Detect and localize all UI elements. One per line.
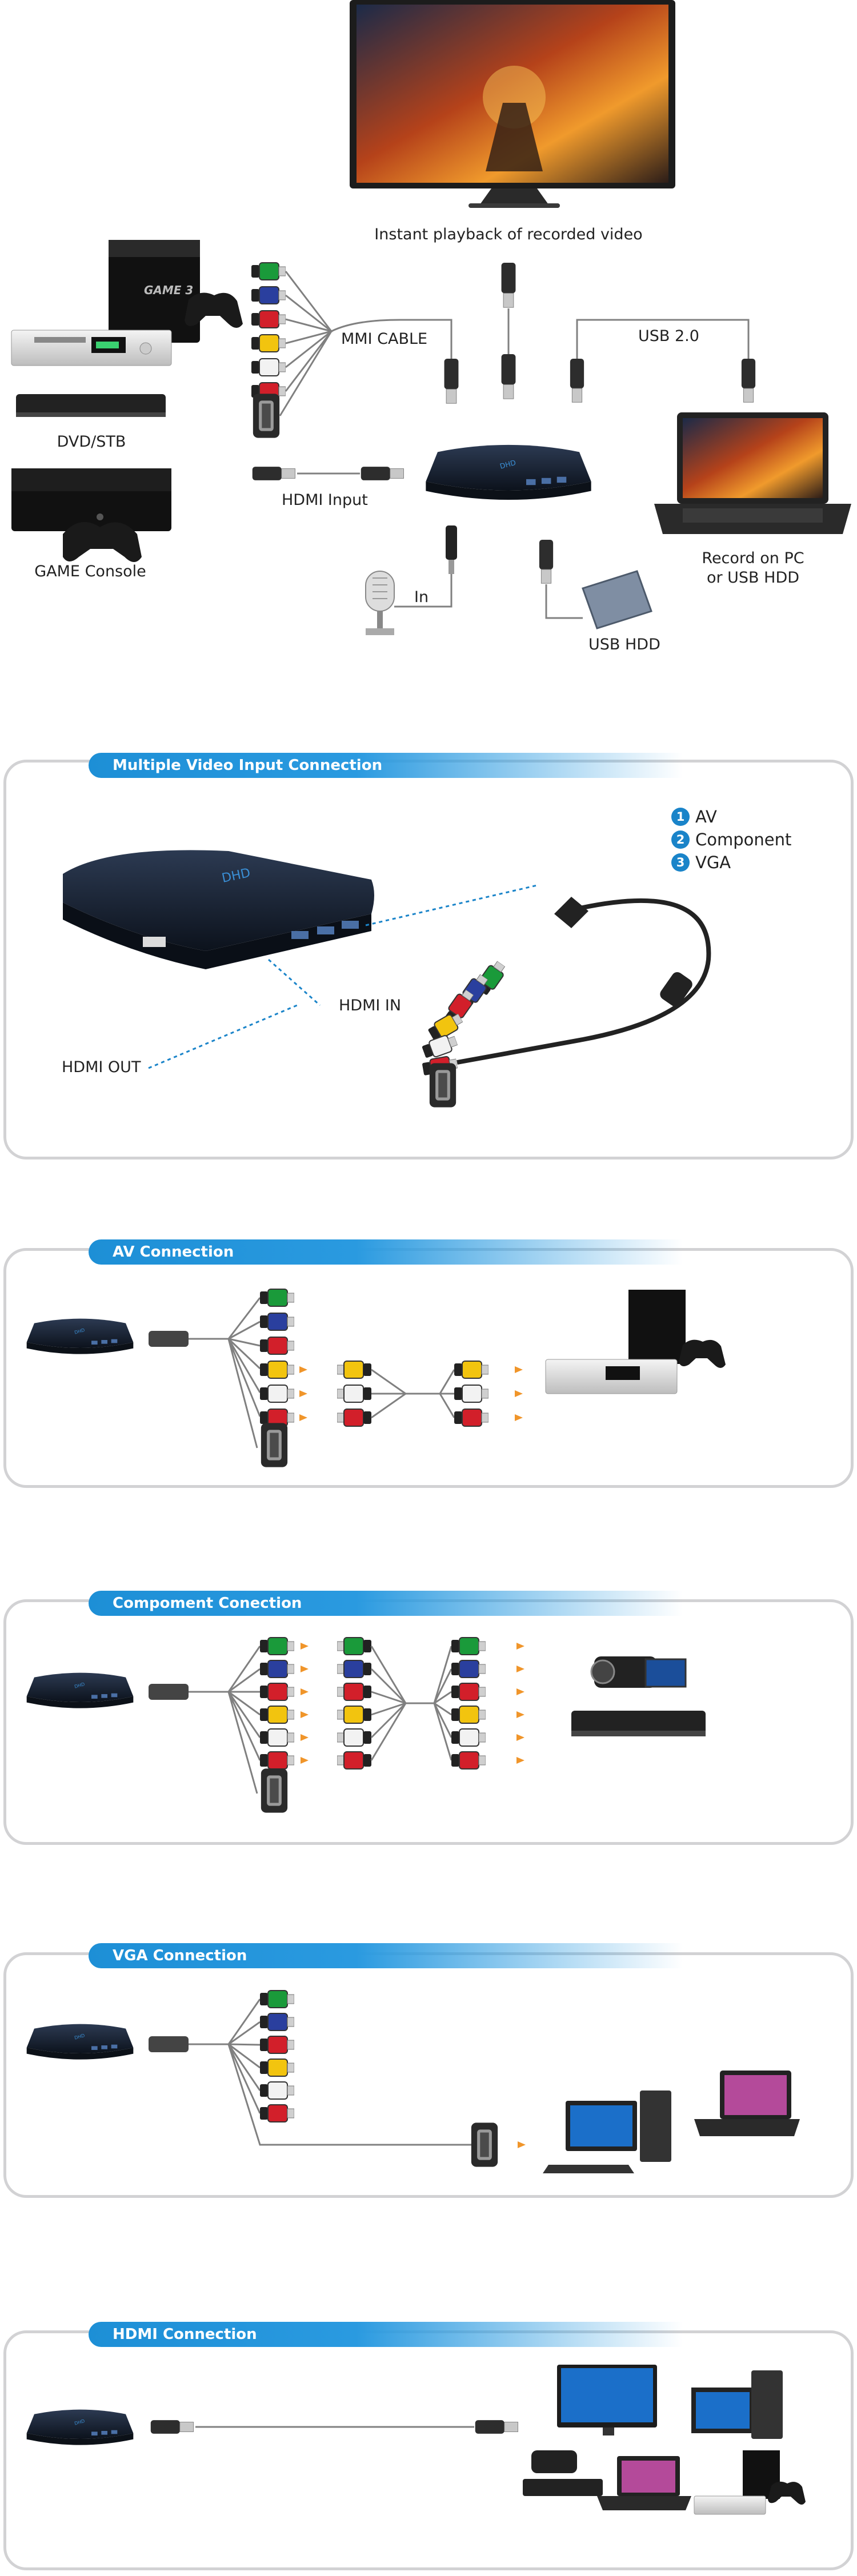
component-title: Compoment Conection bbox=[113, 1595, 302, 1612]
hdmi-plug-box bbox=[501, 354, 516, 399]
capture-box-component bbox=[26, 1672, 134, 1708]
av-diagram bbox=[26, 1289, 726, 1467]
hdmi-diagram bbox=[26, 2365, 806, 2515]
tv-icon bbox=[350, 0, 675, 208]
camcorder-hdmi-icon bbox=[523, 2450, 603, 2496]
capture-box-large: DHD bbox=[63, 850, 374, 969]
vga-diagram bbox=[26, 1990, 800, 2173]
ps3-av-icon bbox=[628, 1290, 686, 1364]
usb-plug-laptop bbox=[741, 359, 756, 403]
hdmi-in-label: HDMI IN bbox=[339, 997, 402, 1014]
vga-connector bbox=[253, 394, 280, 438]
blue-connector bbox=[251, 286, 286, 304]
dvd-stb-label: DVD/STB bbox=[57, 433, 126, 451]
component-panel bbox=[3, 1599, 854, 1845]
camcorder-icon bbox=[590, 1656, 687, 1688]
hdmi-banner: HDMI Connection bbox=[89, 2322, 683, 2347]
usb-hdd-label: USB HDD bbox=[588, 636, 660, 653]
multi-input-banner: Multiple Video Input Connection bbox=[89, 753, 683, 778]
hdmi-input-plug-left bbox=[252, 466, 295, 481]
mmi-cable-connectors bbox=[251, 262, 333, 438]
game-console-xbox-icon bbox=[11, 468, 171, 562]
ps3-hdmi-icon bbox=[694, 2450, 806, 2515]
set-top-box-icon bbox=[16, 394, 166, 417]
record-hdd-label: or USB HDD bbox=[706, 569, 800, 587]
multi-input-title: Multiple Video Input Connection bbox=[113, 757, 383, 774]
record-pc-label: Record on PC bbox=[702, 549, 804, 567]
game-console-label: GAME Console bbox=[34, 563, 146, 580]
usb-plug-box bbox=[570, 359, 584, 403]
tv-caption: Instant playback of recorded video bbox=[374, 226, 643, 243]
vga-title: VGA Connection bbox=[113, 1947, 247, 1964]
vga-panel bbox=[3, 1952, 854, 2198]
mmi-plug-top bbox=[444, 359, 459, 404]
white-connector bbox=[251, 358, 286, 376]
hdmi-input-plug-right bbox=[361, 466, 404, 481]
tv-hdmi-icon bbox=[557, 2365, 657, 2435]
hdmi-in-dotted-line bbox=[365, 884, 538, 926]
game-console-ps3-icon: GAME 3 bbox=[109, 240, 243, 343]
laptop-hdmi-icon bbox=[597, 2456, 691, 2510]
laptop-icon bbox=[654, 412, 851, 534]
capture-box-vga bbox=[26, 2024, 134, 2060]
multi-input-panel bbox=[3, 760, 854, 1159]
component-diagram bbox=[26, 1637, 706, 1813]
dvd-player-icon bbox=[11, 330, 172, 366]
microphone-icon bbox=[365, 571, 395, 635]
hdmi-plug-tv bbox=[501, 263, 516, 308]
hdmi-out-label: HDMI OUT bbox=[62, 1058, 141, 1076]
desktop-hdmi-icon bbox=[691, 2370, 783, 2439]
hdmi-input-label: HDMI Input bbox=[282, 491, 368, 509]
usb-label: USB 2.0 bbox=[638, 327, 699, 345]
capture-box-av bbox=[26, 1318, 134, 1354]
yellow-connector bbox=[251, 334, 286, 352]
desktop-pc-icon bbox=[543, 2091, 671, 2173]
component-banner: Compoment Conection bbox=[89, 1591, 683, 1616]
usb-hdd-plug bbox=[539, 540, 554, 584]
green-connector bbox=[251, 262, 286, 280]
multi-input-cable bbox=[420, 897, 711, 1108]
vga-banner: VGA Connection bbox=[89, 1943, 683, 1968]
av-title: AV Connection bbox=[113, 1243, 234, 1261]
mic-in-label: In bbox=[414, 588, 429, 606]
capture-box-top bbox=[426, 444, 591, 500]
av-panel bbox=[3, 1248, 854, 1488]
hdmi-title: HDMI Connection bbox=[113, 2326, 257, 2343]
capture-box-hdmi bbox=[26, 2409, 134, 2445]
ps3-logo: GAME 3 bbox=[144, 283, 193, 297]
set-top-box-component-icon bbox=[571, 1711, 706, 1736]
usb-hdd-icon bbox=[582, 570, 652, 629]
audio-jack-icon bbox=[446, 525, 457, 574]
av-banner: AV Connection bbox=[89, 1239, 683, 1265]
hdmi-out-dotted-line bbox=[148, 1004, 298, 1069]
mmi-cable-label: MMI CABLE bbox=[341, 330, 428, 348]
laptop-vga-icon bbox=[694, 2071, 800, 2136]
red-connector bbox=[251, 310, 286, 328]
